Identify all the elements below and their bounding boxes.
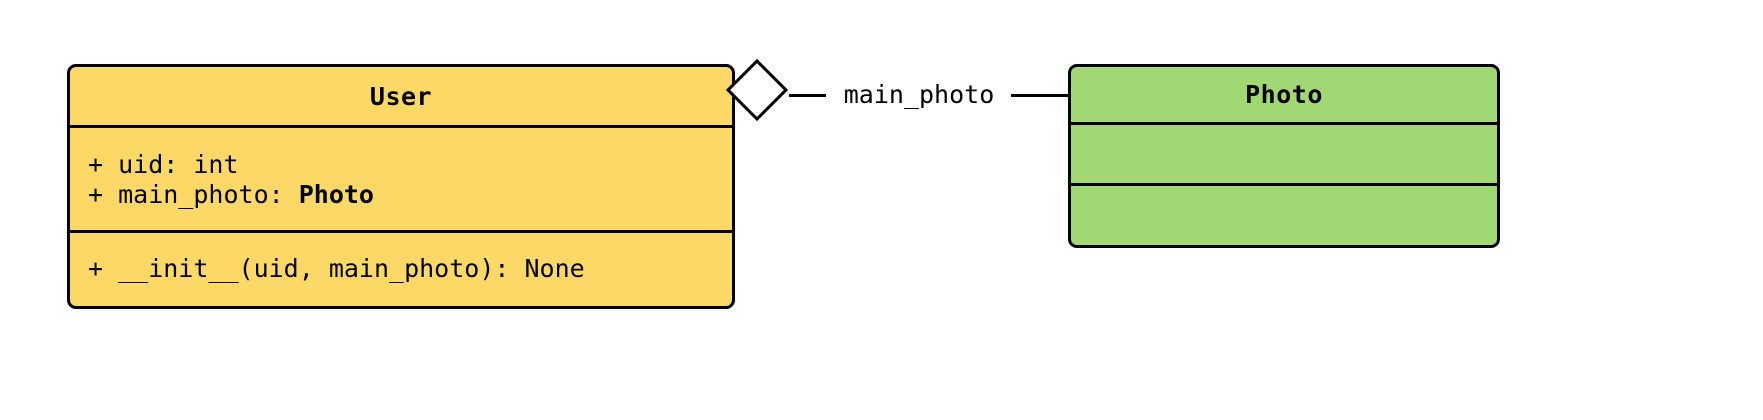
uml-method-init: + __init__(uid, main_photo): None xyxy=(88,254,585,284)
uml-class-photo-title-compartment: Photo xyxy=(1071,67,1497,125)
uml-attribute-main-photo-type: Photo xyxy=(298,180,374,209)
uml-class-user-methods-compartment: + __init__(uid, main_photo): None xyxy=(70,233,732,306)
uml-class-user-name: User xyxy=(369,81,433,111)
uml-class-photo-name: Photo xyxy=(1245,80,1323,109)
aggregation-diamond-icon xyxy=(725,58,789,122)
uml-class-user[interactable]: User + uid: int + main_photo: Photo + __… xyxy=(67,64,735,309)
association-line-right-segment xyxy=(1011,94,1069,97)
association-role-label: main_photo xyxy=(826,80,1012,109)
uml-class-user-attributes-compartment: + uid: int + main_photo: Photo xyxy=(70,128,732,233)
uml-class-photo-attributes-compartment xyxy=(1071,125,1497,186)
uml-attribute-main-photo-prefix: + main_photo: xyxy=(88,180,299,209)
association-line-left-segment xyxy=(789,94,826,97)
uml-attribute-uid: + uid: int xyxy=(88,149,239,179)
uml-attribute-main-photo: + main_photo: Photo xyxy=(70,180,732,211)
uml-class-user-title-compartment: User xyxy=(70,67,732,128)
uml-class-photo[interactable]: Photo xyxy=(1068,64,1500,248)
uml-class-photo-methods-compartment xyxy=(1071,186,1497,245)
